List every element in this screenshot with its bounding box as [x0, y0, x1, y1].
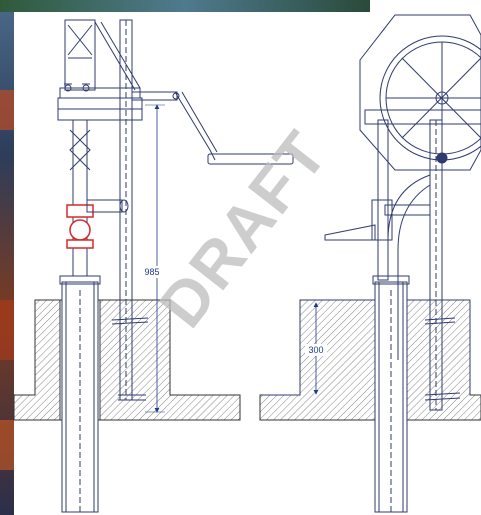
pump-head-box: [64, 19, 96, 91]
dimension-label-985: 985: [144, 267, 159, 277]
dimension-height: 985: [143, 104, 165, 413]
flywheel-housing: [359, 14, 481, 171]
dimension-label-300: 300: [308, 345, 323, 355]
pump-front-view: [259, 14, 481, 513]
well-casing-right: [374, 281, 408, 513]
pump-side-view: [13, 19, 294, 513]
dimension-depth: 300: [305, 299, 327, 395]
well-casing-left: [61, 281, 99, 513]
